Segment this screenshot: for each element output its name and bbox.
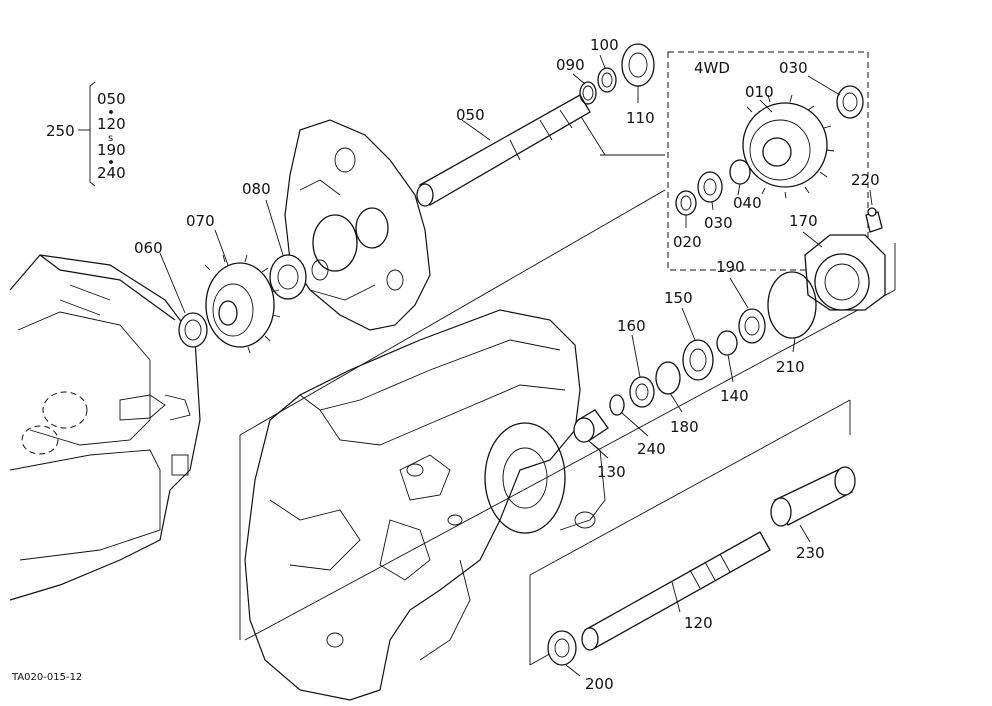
- front-cover-plate: [284, 119, 431, 331]
- group-250-label: 250: [46, 122, 75, 140]
- left-case-housing: [9, 254, 201, 601]
- group-250-item: 240: [97, 164, 126, 182]
- gear-070: [204, 254, 281, 354]
- washer-020: [675, 190, 697, 216]
- oil-seal-200: [547, 630, 577, 666]
- collar-130: [573, 409, 609, 443]
- callout-190: 190: [716, 258, 745, 276]
- callout-4wd: 4WD: [694, 59, 730, 77]
- callout-170: 170: [789, 212, 818, 230]
- snap-ring-180: [655, 361, 681, 395]
- callout-200: 200: [585, 675, 614, 693]
- washer-100: [597, 67, 617, 93]
- callout-020: 020: [673, 233, 702, 251]
- bearing-190: [738, 308, 766, 344]
- needle-bearing-030-low: [697, 171, 723, 203]
- needle-bearing-030-top: [836, 85, 864, 119]
- grease-fitting-220: [865, 207, 883, 233]
- callout-120: 120: [684, 614, 713, 632]
- callout-150: 150: [664, 289, 693, 307]
- bearing-110: [621, 43, 655, 87]
- callout-110: 110: [626, 109, 655, 127]
- callout-060: 060: [134, 239, 163, 257]
- 4wd-group-box: [667, 51, 869, 271]
- svg-text:s: s: [108, 133, 113, 144]
- callout-240: 240: [637, 440, 666, 458]
- callout-040: 040: [733, 194, 762, 212]
- callout-210: 210: [776, 358, 805, 376]
- snap-ring-090: [579, 81, 597, 105]
- callout-010: 010: [745, 83, 774, 101]
- callout-220: 220: [851, 171, 880, 189]
- figure-code: TA020-015-12: [11, 672, 82, 683]
- callout-180: 180: [670, 418, 699, 436]
- callout-090: 090: [556, 56, 585, 74]
- group-250-bracket: s: [89, 81, 113, 187]
- collar-040: [729, 159, 751, 185]
- callout-050: 050: [456, 106, 485, 124]
- callout-030-low: 030: [704, 214, 733, 232]
- bearing-150: [682, 339, 714, 381]
- bearing-160: [629, 376, 655, 408]
- callout-100: 100: [590, 36, 619, 54]
- bearing-housing-170: [804, 234, 886, 311]
- bearing-060: [178, 312, 208, 348]
- callout-labels: 050 090 100 110 4WD 030 010 030 040 020 …: [11, 36, 880, 693]
- callout-160: 160: [617, 317, 646, 335]
- callout-140: 140: [720, 387, 749, 405]
- assembly-guide-lines: [239, 114, 896, 666]
- o-ring-210: [767, 271, 817, 339]
- callout-leader-lines: [78, 54, 873, 677]
- bearing-080: [269, 254, 307, 300]
- callout-130: 130: [597, 463, 626, 481]
- callout-230: 230: [796, 544, 825, 562]
- gear-010: [741, 94, 835, 199]
- callout-080: 080: [242, 180, 271, 198]
- collar-140: [716, 330, 738, 356]
- callout-030-top: 030: [779, 59, 808, 77]
- shaft-120: [581, 531, 771, 651]
- group-250-item: 120: [97, 115, 126, 133]
- group-250-item: 190: [97, 141, 126, 159]
- sleeve-230: [770, 466, 856, 527]
- snap-ring-240: [609, 394, 625, 416]
- shaft-050: [416, 94, 591, 207]
- callout-070: 070: [186, 212, 215, 230]
- group-250-item: 050: [97, 90, 126, 108]
